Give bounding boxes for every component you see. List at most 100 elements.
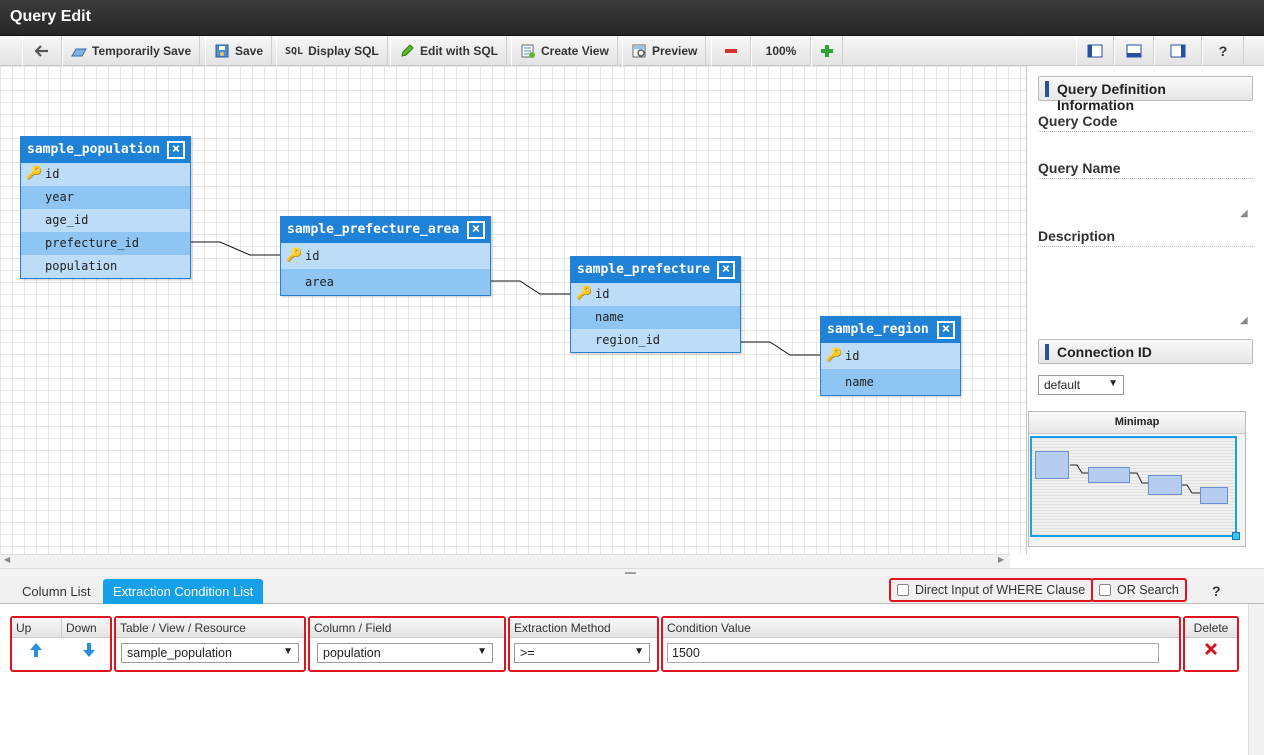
table-header[interactable]: sample_prefecture_area × [281, 217, 490, 243]
resize-grip-icon[interactable]: ◢ [1240, 208, 1248, 219]
zoom-level: 100% [751, 36, 811, 66]
create-view-button[interactable]: Create View [511, 36, 618, 66]
field-name: prefecture_id [45, 236, 139, 250]
layout-bottom-panel-button[interactable] [1114, 36, 1154, 66]
temporarily-save-button[interactable]: Temporarily Save [62, 36, 201, 66]
extraction-method-header: Extraction Method [510, 618, 657, 638]
field-row[interactable]: region_id [571, 329, 740, 352]
field-row[interactable]: area [281, 269, 490, 295]
connection-id-header[interactable]: Connection ID [1038, 339, 1253, 364]
field-name: age_id [45, 213, 89, 227]
minimap-table [1200, 487, 1228, 504]
table-name: sample_population [27, 142, 161, 157]
column-field-select[interactable]: population ▼ [317, 643, 493, 663]
save-icon [214, 43, 230, 59]
edit-with-sql-button[interactable]: Edit with SQL [390, 36, 507, 66]
field-row[interactable]: year [21, 186, 190, 209]
field-row[interactable]: population [21, 255, 190, 278]
relation-lines [190, 241, 821, 356]
edit-with-sql-label: Edit with SQL [420, 44, 498, 58]
field-name: id [595, 287, 610, 301]
table-header[interactable]: sample_population × [21, 137, 190, 163]
condition-help-button[interactable]: ? [1212, 583, 1221, 599]
table-box-sample-prefecture-area[interactable]: sample_prefecture_area × 🔑id area [280, 216, 491, 296]
minimap-resize-handle[interactable] [1232, 532, 1240, 540]
close-icon[interactable]: × [717, 261, 735, 279]
layout-right-panel-button[interactable] [1154, 36, 1202, 66]
create-view-icon [520, 43, 536, 59]
table-header[interactable]: sample_prefecture × [571, 257, 740, 283]
temporarily-save-label: Temporarily Save [92, 44, 192, 58]
close-icon[interactable]: × [467, 221, 485, 239]
scroll-left-icon[interactable]: ◀ [4, 555, 11, 564]
direct-where-option[interactable]: Direct Input of WHERE Clause [889, 578, 1094, 602]
display-sql-button[interactable]: SQL Display SQL [276, 36, 388, 66]
query-canvas[interactable]: sample_population × 🔑id year age_id pref… [0, 66, 1027, 554]
bottom-tabs-bar: Column List Extraction Condition List Di… [0, 576, 1264, 604]
up-down-header: Up Down [12, 618, 110, 638]
canvas-horizontal-scrollbar[interactable]: ◀ ▶ [0, 554, 1010, 568]
help-button[interactable]: ? [1202, 36, 1244, 66]
field-row[interactable]: 🔑id [821, 343, 960, 369]
move-down-button[interactable] [82, 642, 96, 663]
display-sql-label: Display SQL [308, 44, 379, 58]
condition-value-header: Condition Value [663, 618, 1179, 638]
query-definition-info-header[interactable]: Query Definition Information [1038, 76, 1253, 113]
condition-value-column: Condition Value 1500 [661, 616, 1181, 672]
field-row[interactable]: 🔑id [281, 243, 490, 269]
zoom-out-button[interactable] [711, 36, 751, 66]
field-row[interactable]: 🔑id [21, 163, 190, 186]
column-field-header: Column / Field [310, 618, 504, 638]
preview-button[interactable]: Preview [622, 36, 707, 66]
field-row[interactable]: name [821, 369, 960, 395]
key-icon: 🔑 [576, 286, 593, 301]
tab-column-list[interactable]: Column List [22, 584, 91, 599]
move-up-button[interactable] [29, 642, 43, 663]
minimap-viewport[interactable] [1030, 436, 1240, 540]
panel-bottom-icon [1126, 43, 1142, 59]
table-select[interactable]: sample_population ▼ [121, 643, 299, 663]
back-button[interactable] [22, 36, 62, 66]
field-name: area [305, 275, 334, 289]
or-search-label: OR Search [1117, 583, 1179, 597]
extraction-method-column: Extraction Method >= ▼ [508, 616, 659, 672]
table-header[interactable]: sample_region × [821, 317, 960, 343]
direct-where-checkbox[interactable] [897, 584, 909, 596]
or-search-checkbox[interactable] [1099, 584, 1111, 596]
save-button[interactable]: Save [205, 36, 273, 66]
layout-left-panel-button[interactable] [1076, 36, 1114, 66]
table-box-sample-prefecture[interactable]: sample_prefecture × 🔑id name region_id [570, 256, 741, 353]
field-row[interactable]: name [571, 306, 740, 329]
query-code-label: Query Code [1038, 113, 1253, 132]
minimap-table [1035, 451, 1069, 479]
delete-header: Delete [1185, 618, 1237, 638]
tab-extraction-condition-list[interactable]: Extraction Condition List [103, 579, 264, 604]
or-search-option[interactable]: OR Search [1091, 578, 1187, 602]
extraction-method-value: >= [520, 646, 535, 660]
minimap-lines [1070, 464, 1200, 494]
connection-id-select[interactable]: default ▼ [1038, 375, 1124, 395]
splitter-grip-icon[interactable]: ▬▬ [625, 570, 636, 576]
pencil-icon [399, 43, 415, 59]
minimap[interactable]: Minimap [1028, 411, 1246, 547]
scroll-right-icon[interactable]: ▶ [998, 555, 1005, 564]
condition-vertical-scrollbar[interactable] [1248, 604, 1264, 755]
field-row[interactable]: age_id [21, 209, 190, 232]
delete-row-button[interactable] [1204, 642, 1218, 661]
field-row[interactable]: prefecture_id [21, 232, 190, 255]
table-name: sample_prefecture_area [287, 222, 460, 237]
table-box-sample-population[interactable]: sample_population × 🔑id year age_id pref… [20, 136, 191, 279]
field-row[interactable]: 🔑id [571, 283, 740, 306]
minimap-title: Minimap [1029, 412, 1245, 434]
close-icon[interactable]: × [167, 141, 185, 159]
close-icon[interactable]: × [937, 321, 955, 339]
condition-value-input[interactable]: 1500 [667, 643, 1159, 663]
table-box-sample-region[interactable]: sample_region × 🔑id name [820, 316, 961, 396]
sql-icon: SQL [285, 45, 304, 57]
zoom-in-button[interactable] [811, 36, 843, 66]
panel-splitter[interactable]: ▬▬ [0, 568, 1264, 576]
description-label: Description [1038, 228, 1253, 247]
resize-grip-icon[interactable]: ◢ [1240, 315, 1248, 326]
extraction-method-select[interactable]: >= ▼ [514, 643, 650, 663]
arrow-up-icon [30, 643, 42, 657]
